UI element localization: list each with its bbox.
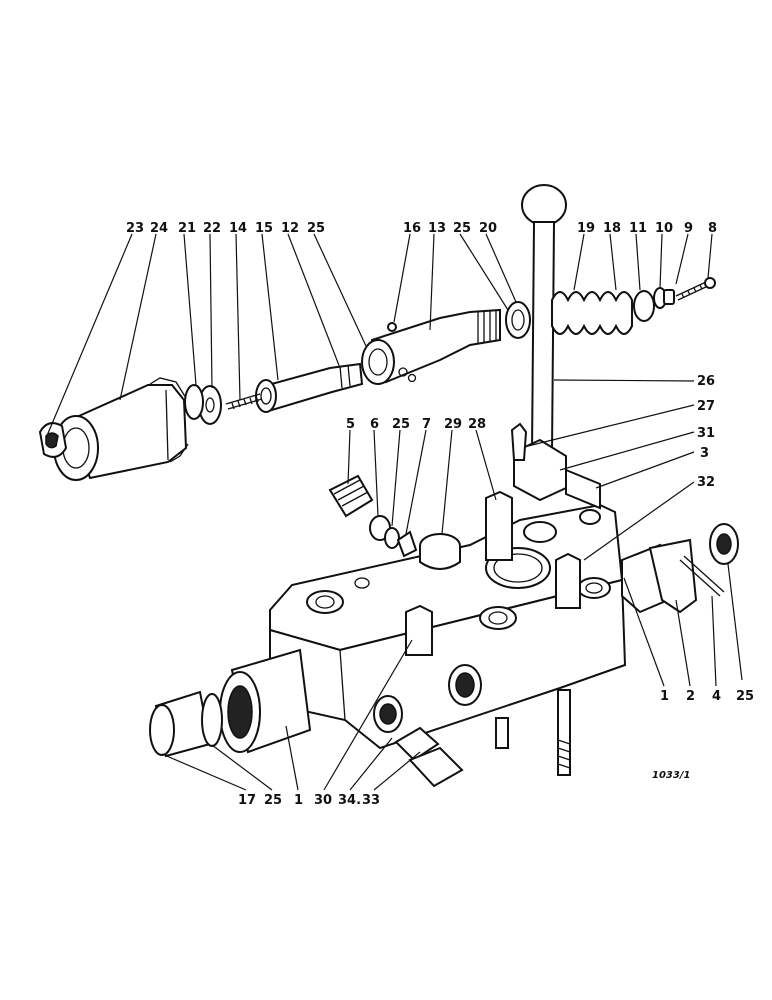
label-3: 3 [700,446,709,461]
label-13: 13 [428,221,446,236]
label-18: 18 [603,221,621,236]
label-1-bottom: 1 [294,793,303,808]
bottom-label-row: 17 25 1 30 34. 33 [238,793,380,808]
label-19: 19 [577,221,595,236]
boss-port [219,648,312,754]
label-29: 29 [444,417,462,432]
label-25-top-a: 25 [307,221,325,236]
spool-13 [361,308,501,385]
valve-body-1 [269,503,627,750]
right-bottom-labels: 1 2 4 25 [660,689,754,704]
label-25-right: 25 [736,689,754,704]
label-31: 31 [697,426,715,441]
washer-20 [505,301,531,339]
relief-parts [328,474,418,558]
label-11: 11 [629,221,647,236]
figure-reference-number: 1033/1 [652,770,690,781]
plug-17 [149,690,223,758]
label-20: 20 [479,221,497,236]
label-1-right: 1 [660,689,669,704]
label-2: 2 [686,689,695,704]
label-25-top-b: 25 [453,221,471,236]
label-25-bottom: 25 [264,793,282,808]
plug-29 [419,533,461,570]
plunger-15 [255,362,364,413]
spring-14 [225,393,263,410]
label-23: 23 [126,221,144,236]
label-30: 30 [314,793,332,808]
label-12: 12 [281,221,299,236]
middle-label-row: 5 6 25 7 29 28 [346,417,486,432]
label-21: 21 [178,221,196,236]
bolts [405,490,581,776]
circlip-23 [38,422,68,458]
label-33: 33 [362,793,380,808]
label-22: 22 [203,221,221,236]
bolt-33 [394,726,464,788]
label-6: 6 [370,417,379,432]
label-4: 4 [712,689,721,704]
label-15: 15 [255,221,273,236]
label-34: 34. [338,793,361,808]
label-17: 17 [238,793,256,808]
label-32: 32 [697,475,715,490]
label-27: 27 [697,399,715,414]
label-14: 14 [229,221,247,236]
top-label-row: 23 24 21 22 14 15 12 25 16 13 25 20 19 1… [126,221,717,236]
label-5: 5 [346,417,355,432]
label-10: 10 [655,221,673,236]
label-9: 9 [684,221,693,236]
label-16: 16 [403,221,421,236]
lever-bracket [510,422,601,510]
label-24: 24 [150,221,168,236]
leader-lines [45,233,743,791]
label-8: 8 [708,221,717,236]
label-28: 28 [468,417,486,432]
cap-body-24 [53,377,189,481]
right-label-column: 26 27 31 3 32 [697,374,715,490]
label-7: 7 [422,417,431,432]
label-26: 26 [697,374,715,389]
label-25-mid: 25 [392,417,410,432]
right-linkage [621,523,739,614]
spring-assembly [551,277,716,335]
washers-21-22 [184,384,222,425]
